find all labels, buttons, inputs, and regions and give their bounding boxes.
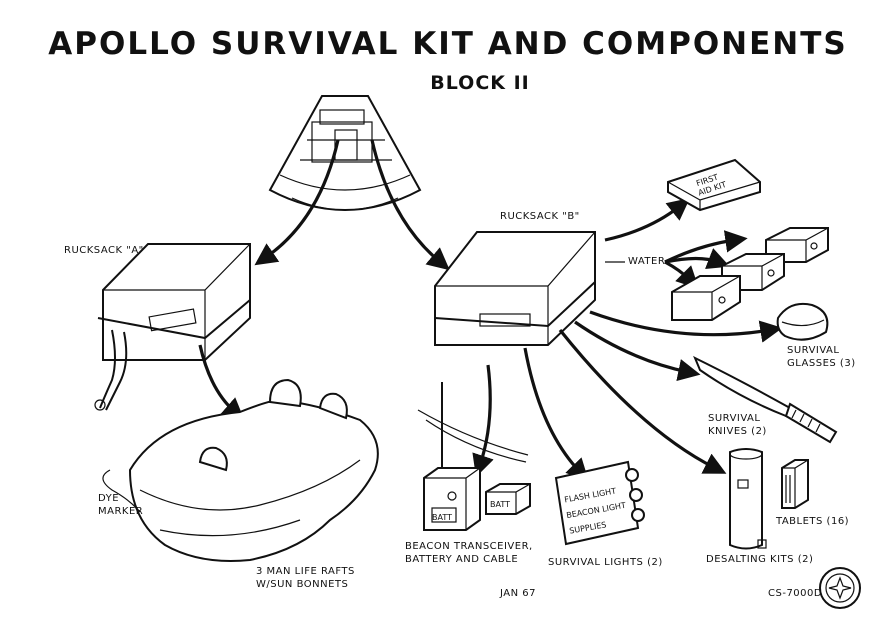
label-dye-marker-line2: MARKER [98, 506, 144, 517]
survival-light-icon: FLASH LIGHT BEACON LIGHT SUPPLIES [554, 460, 645, 546]
rucksack-a-icon [94, 243, 251, 411]
label-survival-glasses-line1: SURVIVAL [787, 345, 840, 356]
label-life-rafts: 3 MAN LIFE RAFTS W/SUN BONNETS [256, 565, 355, 591]
batt-text-1: BATT [432, 513, 452, 522]
label-beacon-line2: BATTERY AND CABLE [405, 554, 519, 565]
first-aid-kit-icon: FIRST AID KIT [667, 158, 761, 212]
label-beacon-line1: BEACON TRANSCEIVER, [405, 541, 533, 552]
label-water: WATER [628, 256, 666, 267]
label-survival-glasses-line2: GLASSES (3) [787, 358, 856, 369]
arrow-to-life-raft [198, 344, 245, 421]
arrow-to-water-1 [664, 230, 748, 264]
arrow-to-beacon [472, 364, 494, 478]
life-raft-icon [102, 378, 379, 562]
arrow-to-knives [574, 320, 701, 382]
label-tablets: TABLETS (16) [776, 516, 850, 527]
seal-icon [819, 567, 861, 609]
arrow-to-rucksack-a [254, 139, 340, 266]
survival-glasses-icon [776, 302, 829, 341]
tablets-icon [781, 459, 809, 509]
arrow-to-water-3 [664, 260, 700, 290]
water-container-icon [671, 227, 829, 321]
arrow-to-rucksack-b [370, 139, 450, 271]
label-survival-knives-line1: SURVIVAL [708, 413, 761, 424]
footer-date: JAN 67 [500, 588, 536, 599]
desalting-kit-icon [729, 448, 767, 550]
label-survival-lights: SURVIVAL LIGHTS (2) [548, 557, 663, 568]
beacon-transceiver-icon: BATT BATT [417, 382, 531, 531]
label-dye-marker: DYE MARKER [98, 492, 143, 518]
page-subtitle: BLOCK II [430, 72, 530, 94]
label-desalting-kits: DESALTING KITS (2) [706, 554, 814, 565]
arrow-to-desalting [558, 329, 727, 474]
label-rucksack-b: RUCKSACK "B" [500, 211, 580, 222]
footer-code: CS-7000D [768, 588, 823, 599]
arrow-to-lights [523, 347, 589, 482]
survival-knife-icon [693, 355, 838, 444]
batt-text-2: BATT [490, 500, 510, 509]
arrow-to-first-aid [604, 198, 690, 242]
label-survival-knives-line2: KNIVES (2) [708, 426, 767, 437]
arrow-to-glasses [589, 310, 783, 343]
arrow-to-water-2 [664, 248, 730, 269]
label-survival-glasses: SURVIVAL GLASSES (3) [787, 344, 856, 370]
label-rucksack-a: RUCKSACK "A" [64, 245, 144, 256]
label-dye-marker-line1: DYE [98, 493, 120, 504]
label-life-rafts-line1: 3 MAN LIFE RAFTS [256, 566, 355, 577]
command-module-icon [268, 95, 422, 211]
page-title: APOLLO SURVIVAL KIT AND COMPONENTS [48, 26, 848, 62]
rucksack-b-icon [434, 231, 596, 346]
label-beacon: BEACON TRANSCEIVER, BATTERY AND CABLE [405, 540, 533, 566]
label-survival-knives: SURVIVAL KNIVES (2) [708, 412, 767, 438]
label-life-rafts-line2: W/SUN BONNETS [256, 579, 349, 590]
